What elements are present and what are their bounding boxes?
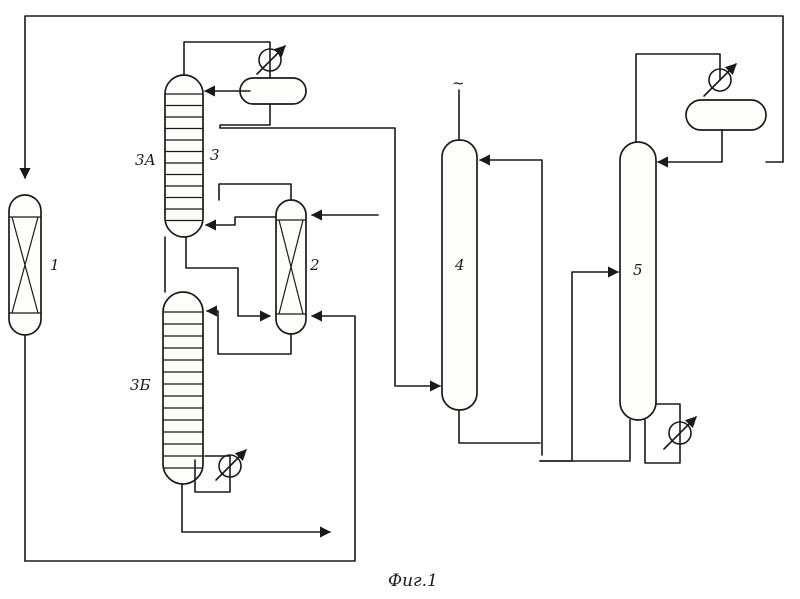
heat-exchanger-icon bbox=[257, 46, 285, 74]
reactor-2-side-loop-a bbox=[206, 217, 276, 225]
reactor-2 bbox=[276, 200, 306, 334]
section-3b-label: 3Б bbox=[130, 376, 151, 394]
column-5-label: 5 bbox=[633, 261, 643, 279]
column-3a bbox=[165, 75, 203, 237]
heat-exchanger-icon bbox=[664, 417, 696, 449]
column-4 bbox=[442, 140, 477, 410]
column-4-bottoms bbox=[459, 410, 540, 443]
heat-exchanger-icon bbox=[704, 64, 736, 96]
column-4-top-mark: ~ bbox=[452, 74, 465, 92]
column-3-label: 3 bbox=[210, 146, 220, 164]
column-3-overhead-line bbox=[184, 42, 270, 78]
recycle-to-column-4 bbox=[480, 160, 542, 455]
column-5-bottoms bbox=[540, 420, 630, 461]
section-3a-label: 3А bbox=[135, 151, 156, 169]
reflux-return-5 bbox=[658, 130, 722, 162]
reactor-1-label: 1 bbox=[50, 256, 60, 274]
reactor-1 bbox=[9, 195, 41, 335]
feed-to-column-5 bbox=[540, 272, 618, 461]
reactor-2-label: 2 bbox=[309, 256, 320, 274]
heat-exchanger-icon bbox=[216, 450, 246, 480]
column-3a-to-reactor-2 bbox=[219, 184, 291, 200]
distillate-3-to-column-4 bbox=[220, 104, 440, 386]
reflux-drum-5 bbox=[686, 100, 766, 130]
column-3b bbox=[163, 292, 203, 484]
column-5 bbox=[620, 142, 656, 420]
column-4-label: 4 bbox=[454, 256, 465, 274]
figure-caption: Фиг.1 bbox=[388, 571, 438, 591]
